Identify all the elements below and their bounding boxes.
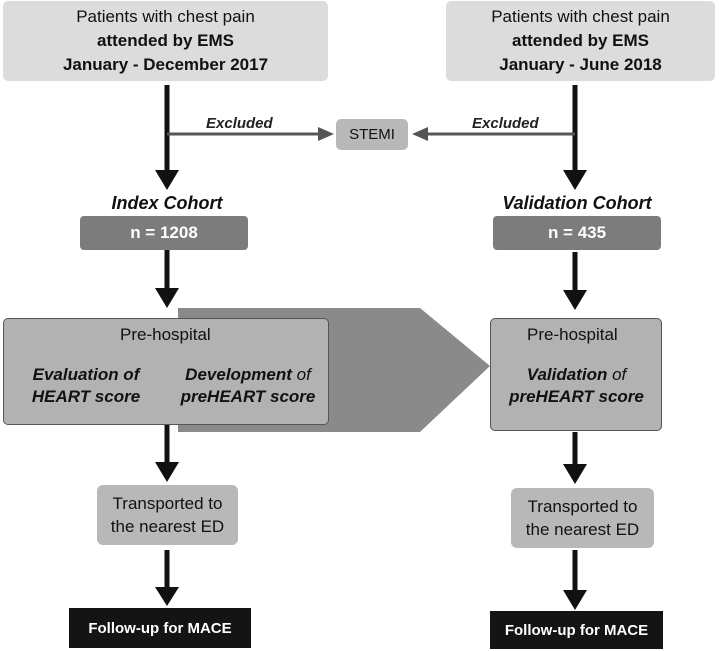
prehospital-title-left: Pre-hospital — [120, 325, 211, 344]
arrowhead-transport-right — [563, 464, 587, 484]
exclusion-arrowhead-right — [412, 127, 428, 141]
arrowhead-transport-left — [155, 462, 179, 482]
preheart-development-line2: preHEART score — [180, 387, 316, 406]
mace-box-right: Follow-up for MACE — [490, 611, 663, 649]
heart-evaluation-text: Evaluation of HEART score — [12, 364, 160, 408]
arrowhead-source-right — [563, 170, 587, 190]
prehospital-panel-right — [490, 318, 662, 431]
preheart-development-text: Development of preHEART score — [172, 364, 324, 408]
preheart-development-word: Development — [185, 365, 292, 384]
count-box-left: n = 1208 — [80, 216, 248, 250]
source-left-line1: Patients with chest pain — [76, 7, 255, 26]
prehospital-panel-left — [3, 318, 329, 425]
mace-box-left: Follow-up for MACE — [69, 608, 251, 648]
excluded-label-right: Excluded — [472, 115, 539, 132]
count-right: n = 435 — [547, 223, 607, 242]
preheart-validation-text: Validation of preHEART score — [495, 364, 658, 408]
arrowhead-mace-left — [155, 587, 179, 606]
mace-right: Follow-up for MACE — [504, 621, 649, 639]
stemi-box: STEMI — [336, 119, 408, 150]
arrowhead-prehosp-right — [563, 290, 587, 310]
transport-box-right: Transported to the nearest ED — [511, 488, 654, 548]
source-right-line1: Patients with chest pain — [491, 7, 670, 26]
transport-right-line2: the nearest ED — [525, 520, 640, 539]
transport-left-line1: Transported to — [112, 494, 223, 513]
stemi-label: STEMI — [349, 126, 395, 143]
prehospital-title-right: Pre-hospital — [527, 325, 618, 344]
arrowhead-prehosp-left — [155, 288, 179, 308]
excluded-label-left: Excluded — [206, 115, 273, 132]
transport-box-left: Transported to the nearest ED — [97, 485, 238, 545]
transport-right-line1: Transported to — [527, 497, 638, 516]
source-box-left: Patients with chest pain attended by EMS… — [3, 1, 328, 81]
count-left: n = 1208 — [130, 223, 198, 242]
preheart-validation-word: Validation — [526, 365, 608, 384]
heart-evaluation-line1: Evaluation of — [32, 365, 140, 384]
transport-left-line2: the nearest ED — [110, 517, 225, 536]
cohort-title-left: Index Cohort — [111, 193, 223, 213]
cohort-title-right: Validation Cohort — [502, 193, 652, 213]
heart-evaluation-line2: HEART score — [31, 387, 141, 406]
source-box-right: Patients with chest pain attended by EMS… — [446, 1, 715, 81]
source-left-line3: January - December 2017 — [62, 55, 269, 74]
source-right-line3: January - June 2018 — [499, 55, 662, 74]
source-right-line2: attended by EMS — [512, 31, 649, 50]
source-left-line2: attended by EMS — [97, 31, 234, 50]
preheart-validation-of: of — [607, 365, 627, 384]
count-box-right: n = 435 — [493, 216, 661, 250]
arrowhead-mace-right — [563, 590, 587, 610]
arrowhead-source-left — [155, 170, 179, 190]
preheart-development-of: of — [291, 365, 311, 384]
preheart-validation-line2: preHEART score — [509, 387, 644, 406]
mace-left: Follow-up for MACE — [88, 619, 232, 637]
exclusion-arrowhead-left — [318, 127, 334, 141]
